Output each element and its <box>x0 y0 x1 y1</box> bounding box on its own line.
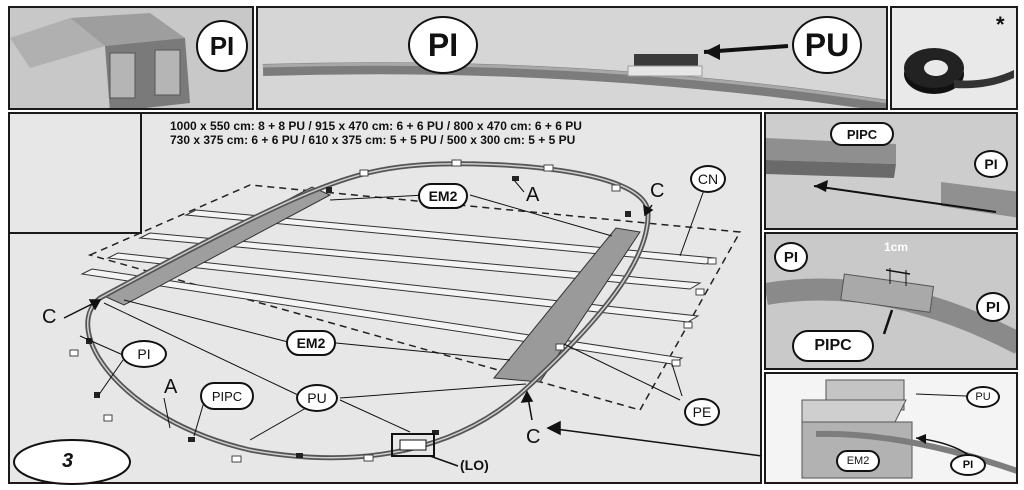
c-label-top-right: C <box>650 180 665 202</box>
pipc-gap-illustration <box>766 268 1016 354</box>
c-label-left: C <box>42 306 57 328</box>
a-label-top: A <box>526 184 540 206</box>
step-number: 3 <box>62 450 74 472</box>
pe-label: PE <box>684 398 720 426</box>
em2-label-mid: EM2 <box>286 330 336 356</box>
pu-label-diagram: PU <box>296 384 338 412</box>
pipc-label-diagram: PIPC <box>200 382 254 410</box>
pi-label-photo2: PI <box>408 16 478 74</box>
pi-label-photo4-left: PI <box>774 242 808 272</box>
photo-pipc-gap: 1cm PI PI PIPC <box>764 232 1018 370</box>
pi-label-diagram: PI <box>121 340 167 368</box>
em2-label-detail: EM2 <box>836 450 880 472</box>
pi-label-photo3: PI <box>974 150 1008 178</box>
photo-tape-roll: * <box>890 6 1018 110</box>
pipc-label-photo2: PIPC <box>830 122 894 146</box>
one-cm-label: 1cm <box>884 240 909 254</box>
photo-pi-profile: PI <box>8 6 254 110</box>
step-badge <box>13 439 131 485</box>
tape-roll-icon <box>904 48 1014 94</box>
a-label-bottom: A <box>164 376 178 398</box>
em2-label-top: EM2 <box>418 183 468 209</box>
star-note: * <box>996 12 1005 37</box>
detail-pu-em2: PU EM2 PI <box>764 372 1018 484</box>
c-label-bottom: C <box>526 426 541 448</box>
sizes-line-1: 1000 x 550 cm: 8 + 8 PU / 915 x 470 cm: … <box>170 119 582 133</box>
cn-label: CN <box>690 165 726 193</box>
photo-pi-pu-track: PI PU <box>256 6 888 110</box>
pi-label-photo4-right: PI <box>976 292 1010 322</box>
photo-pipc-insert: PIPC PI <box>764 112 1018 230</box>
sizes-line-2: 730 x 375 cm: 6 + 6 PU / 610 x 375 cm: 5… <box>170 133 576 147</box>
main-diagram-frame <box>8 112 762 484</box>
pi-profile-illustration <box>10 13 190 108</box>
pi-label-photo1: PI <box>196 20 248 72</box>
track-with-pu-illustration <box>262 44 886 108</box>
lo-label: (LO) <box>460 457 489 473</box>
pipc-label-photo4: PIPC <box>792 330 874 362</box>
pu-label-photo2: PU <box>792 16 862 74</box>
pu-label-detail: PU <box>966 386 1000 408</box>
pi-label-detail: PI <box>950 454 986 476</box>
